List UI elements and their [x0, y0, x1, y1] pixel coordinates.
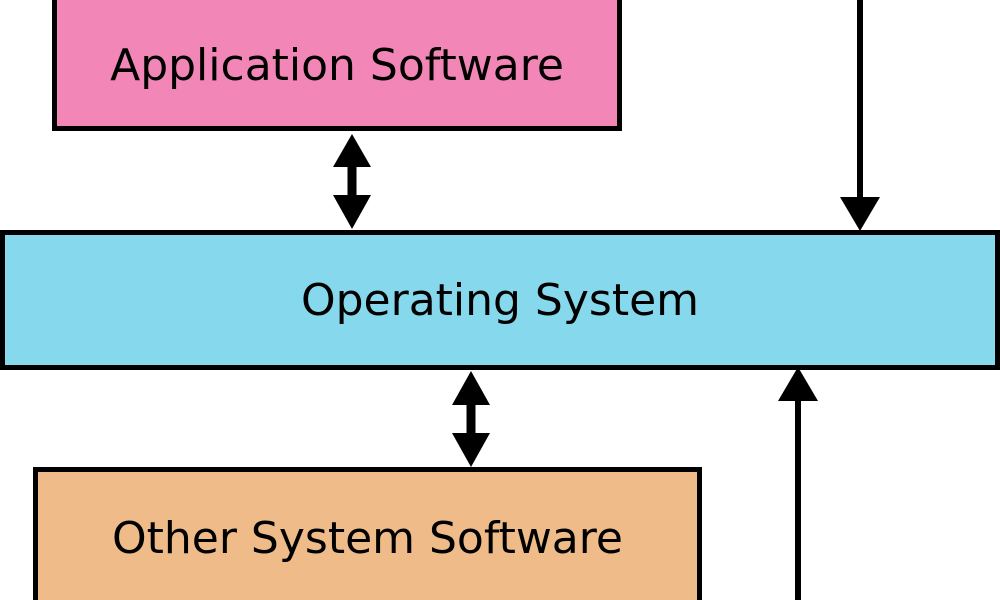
arrow-app-os — [333, 134, 371, 229]
operating-system-label: Operating System — [300, 274, 700, 326]
arrow-os-other — [452, 371, 490, 467]
application-software-box: Application Software — [52, 0, 622, 131]
arrow-bottom-to-os — [778, 367, 818, 600]
other-system-software-label: Other System Software — [112, 513, 623, 564]
operating-system-box: Operating System — [0, 230, 1000, 370]
arrow-top-to-os — [840, 0, 880, 231]
application-software-label: Application Software — [110, 40, 564, 91]
other-system-software-box: Other System Software — [33, 467, 702, 600]
